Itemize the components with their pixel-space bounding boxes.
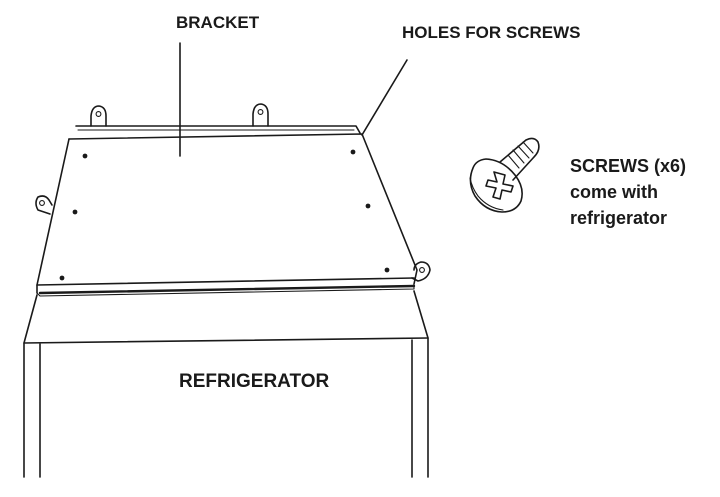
screw-hole [59,275,65,281]
screw-hole [350,149,356,155]
refrigerator-outline [23,290,429,478]
screws-note-line1: SCREWS (x6) [570,156,687,176]
holes-for-screws-label: HOLES FOR SCREWS [402,23,581,42]
bracket-label: BRACKET [176,13,260,32]
screw-hole [72,209,78,215]
screw-hole [82,153,88,159]
screws-note-line3: refrigerator [570,208,668,228]
screw-hole [384,267,390,273]
screws-note-line2: come with [570,182,659,202]
screw-hole [365,203,371,209]
screw-icon [469,137,540,213]
bracket-drawing [35,103,431,297]
refrigerator-label: REFRIGERATOR [179,371,330,392]
holes-leader-line [361,59,408,136]
screws-note: SCREWS (x6) come with refrigerator [570,153,686,231]
